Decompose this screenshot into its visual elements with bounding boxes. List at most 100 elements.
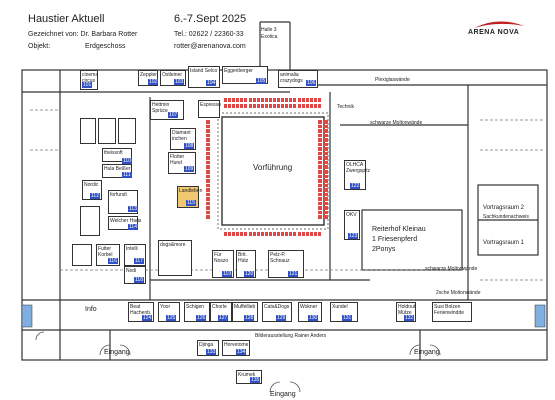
seat-mark	[240, 104, 244, 108]
booth-label: Diamant inchen	[172, 130, 191, 142]
seat-mark	[228, 232, 232, 236]
seat-mark	[206, 142, 210, 147]
booth-left-1[interactable]	[80, 118, 96, 144]
seat-mark	[293, 98, 297, 102]
seat-mark	[273, 98, 277, 102]
seat-mark	[318, 133, 322, 138]
seat-mark	[297, 232, 301, 236]
booth-susi-bolzen[interactable]: Susi Bolzen Ferienwindde	[432, 302, 472, 322]
booth-label: Hettmin Sprüce	[152, 102, 170, 114]
booth-number: 129	[276, 315, 287, 321]
booth-olhca[interactable]: OLHCA Zwergspitz	[344, 160, 370, 190]
booth-number: 124	[142, 315, 153, 321]
seat-mark	[277, 232, 281, 236]
seat-mark	[318, 147, 322, 151]
booth-number: 105	[256, 78, 267, 84]
seat-mark	[206, 120, 210, 124]
entrance-left: Eingang	[104, 349, 130, 356]
seat-mark	[324, 147, 328, 151]
technik-label: Technik	[337, 104, 354, 110]
seat-mark	[236, 232, 240, 236]
booth-number: 109	[184, 166, 195, 172]
booth-label: forfundi	[110, 192, 127, 198]
booth-number: 121	[288, 271, 299, 277]
seat-mark	[268, 104, 272, 108]
booth-label: Yoor	[160, 304, 171, 310]
hall-sub: Exotica	[261, 34, 278, 40]
booth-number: 134	[236, 349, 247, 355]
seat-mark	[244, 98, 248, 102]
booth-label: Brit. Hütz	[238, 252, 249, 264]
booth-number: 118	[134, 277, 144, 283]
seat-mark	[206, 174, 210, 179]
booth-label: Muffellieb	[234, 304, 256, 310]
seat-mark	[256, 104, 260, 108]
booth-pelz[interactable]: Pelz-P. Schnauz	[268, 250, 304, 278]
seat-mark	[285, 98, 289, 102]
seat-mark	[248, 104, 252, 108]
seat-mark	[277, 98, 281, 102]
booth-number: 110	[122, 158, 132, 164]
seat-mark	[260, 232, 264, 236]
booth-left-5[interactable]	[72, 244, 92, 266]
booth-label: Island Selco	[190, 68, 218, 74]
seat-mark	[324, 120, 328, 124]
seat-mark	[285, 104, 289, 108]
info-label: Info	[85, 306, 97, 313]
seat-mark	[309, 232, 313, 236]
booth-espresso[interactable]: Espresso	[198, 100, 221, 118]
seat-mark	[289, 232, 293, 236]
seat-mark	[206, 183, 210, 188]
seat-mark	[232, 232, 236, 236]
seat-mark	[324, 124, 328, 129]
seat-mark	[293, 232, 297, 236]
seat-mark	[260, 104, 264, 108]
seat-mark	[324, 210, 328, 215]
seat-mark	[273, 232, 277, 236]
booth-label: Intelli	[126, 246, 138, 252]
booth-number: 117	[134, 258, 144, 264]
seat-mark	[318, 192, 322, 197]
seat-mark	[324, 206, 328, 210]
sachkunde-label: Sachkundenachweis	[483, 214, 529, 220]
seat-mark	[324, 197, 328, 201]
seat-mark	[324, 174, 328, 179]
booth-left-3[interactable]	[118, 118, 136, 144]
booth-hetmin[interactable]: Hettmin Sprüce	[150, 100, 184, 120]
booth-label: Eggenberger	[224, 68, 253, 74]
molton-label-3: 2sche Moltonwände	[436, 290, 481, 296]
booth-number: 115	[186, 200, 196, 206]
object-label: Objekt:	[28, 43, 51, 50]
booth-number: 103	[174, 79, 185, 85]
seat-mark	[248, 232, 252, 236]
seat-mark	[309, 104, 313, 108]
seat-mark	[305, 104, 309, 108]
seat-mark	[224, 232, 228, 236]
booth-label: Nordic	[84, 182, 99, 188]
seat-mark	[324, 160, 328, 165]
booth-label: Landleben	[179, 188, 203, 194]
booth-number: 106	[306, 80, 317, 86]
booth-okv[interactable]: OKV	[344, 210, 360, 240]
booth-dogs-more[interactable]: dogs&more	[158, 240, 192, 276]
seat-mark	[318, 160, 322, 165]
seat-mark	[324, 129, 328, 133]
seat-mark	[264, 98, 268, 102]
seat-mark	[324, 142, 328, 147]
booth-label: Espresso	[200, 102, 221, 108]
booth-left-4[interactable]	[80, 206, 100, 236]
booth-label: cinema circus	[82, 72, 99, 84]
logo-text: ARENA NOVA	[468, 29, 520, 36]
booth-left-2[interactable]	[98, 118, 116, 144]
booth-label: Pelz-P. Schnauz	[270, 252, 290, 264]
booth-number: 133	[206, 349, 217, 355]
booth-label: Xundel	[332, 304, 348, 310]
vortragsraum-1-label: Vortragsraum 1	[483, 240, 525, 246]
seat-mark	[273, 104, 277, 108]
seat-mark	[318, 138, 322, 142]
seat-mark	[301, 232, 305, 236]
seat-mark	[206, 160, 210, 165]
seat-mark	[206, 210, 210, 215]
entrance-bottom: Eingang	[270, 391, 296, 398]
booth-label: Nodi	[126, 268, 137, 274]
